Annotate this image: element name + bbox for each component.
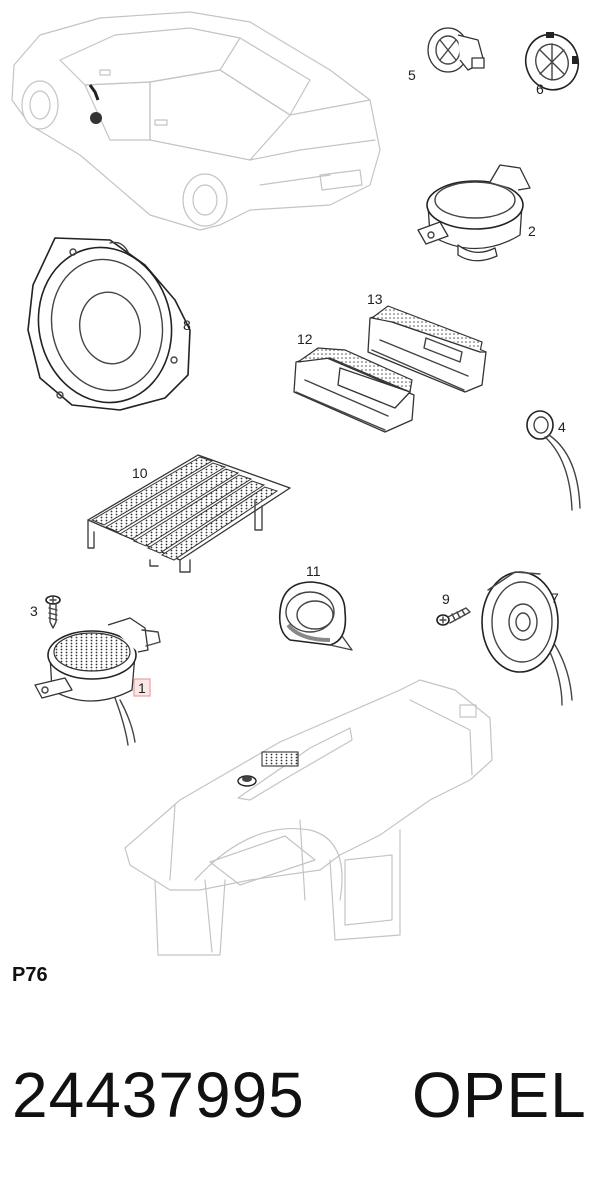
- part-7-speaker: [481, 571, 573, 706]
- callout-6: 6: [536, 81, 544, 97]
- callout-8: 8: [183, 317, 191, 333]
- callout-12: 12: [297, 331, 313, 347]
- part-13-switch: [367, 305, 487, 393]
- callout-1: 1: [138, 680, 146, 696]
- callout-labels: 5 6 2 8 13 12 4 10 11 3 9 7 1: [30, 67, 566, 697]
- page-code: P76: [12, 964, 48, 986]
- callout-5: 5: [408, 67, 416, 83]
- dashboard-outline-drawing: [124, 679, 493, 956]
- callout-3: 3: [30, 603, 38, 619]
- part-8-door-speaker: [27, 237, 191, 411]
- callout-11: 11: [306, 563, 321, 579]
- part-1-center-speaker: [34, 617, 161, 746]
- part-3-screw: [45, 595, 61, 629]
- callout-7: 7: [551, 590, 559, 606]
- callout-10: 10: [132, 465, 148, 481]
- callout-1-highlight: [133, 678, 151, 697]
- callout-13: 13: [367, 291, 383, 307]
- part-4-tweeter: [526, 410, 581, 511]
- callout-4: 4: [558, 419, 566, 435]
- part-9-screw: [436, 607, 471, 626]
- part-10-grille: [87, 454, 291, 573]
- part-5-tweeter-holder: [427, 27, 485, 73]
- part-11-tape-roll: [278, 581, 353, 651]
- car-outline-drawing: [11, 11, 381, 231]
- part-number: 24437995: [12, 1059, 305, 1131]
- part-6-tweeter-ring: [524, 32, 580, 91]
- parts-diagram: 5 6 2 8 13 12 4 10 11 3 9 7 1: [11, 11, 581, 956]
- part-2-speaker: [417, 164, 531, 262]
- brand-name: OPEL: [412, 1059, 587, 1131]
- part-12-switch: [293, 347, 415, 433]
- callout-2: 2: [528, 223, 536, 239]
- callout-9: 9: [442, 591, 450, 607]
